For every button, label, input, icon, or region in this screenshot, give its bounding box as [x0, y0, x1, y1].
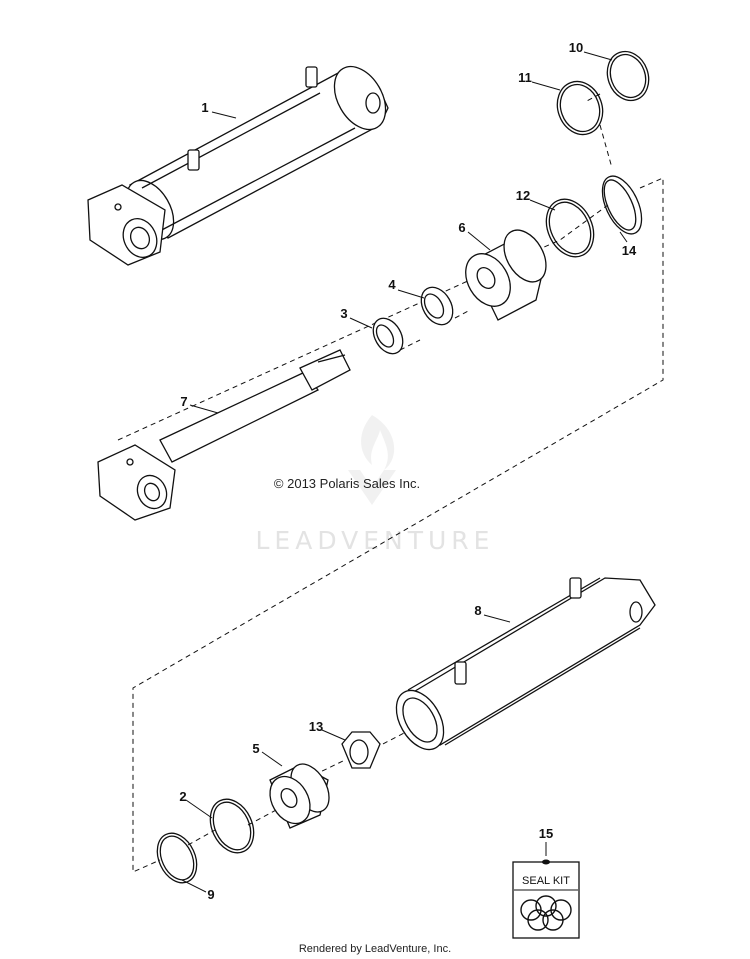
- part-6-gland: [465, 229, 547, 321]
- copyright-text: © 2013 Polaris Sales Inc.: [274, 476, 420, 491]
- callout-4: 4: [388, 277, 396, 292]
- part-13-nut: [341, 731, 381, 769]
- part-10-o-ring: [606, 50, 650, 102]
- callout-7: 7: [180, 394, 187, 409]
- part-8-cylinder-barrel: [395, 577, 656, 751]
- callout-3: 3: [340, 306, 347, 321]
- footer-text: Rendered by LeadVenture, Inc.: [299, 943, 451, 955]
- callout-13: 13: [309, 719, 323, 734]
- part-7-rod: [97, 349, 351, 521]
- part-9-o-ring: [156, 832, 198, 884]
- part-4-seal: [420, 286, 454, 326]
- callout-6: 6: [458, 220, 465, 235]
- part-11-o-ring: [556, 80, 604, 136]
- callout-12: 12: [516, 188, 530, 203]
- callout-9: 9: [207, 887, 214, 902]
- callout-14: 14: [622, 243, 637, 258]
- callout-1: 1: [201, 100, 208, 115]
- part-5-piston: [269, 763, 330, 829]
- part-15-seal-kit: SEAL KIT: [512, 859, 580, 939]
- watermark-text: LEADVENTURE: [256, 526, 495, 555]
- watermark-logo: [348, 415, 396, 505]
- callout-11: 11: [518, 70, 532, 85]
- callout-15: 15: [539, 826, 553, 841]
- seal-kit-rings-icon: [520, 895, 572, 931]
- seal-kit-label: SEAL KIT: [522, 875, 570, 887]
- part-1-cylinder-barrel: [87, 65, 389, 266]
- callout-10: 10: [569, 40, 583, 55]
- callout-2: 2: [179, 789, 186, 804]
- part-3-seal: [372, 317, 404, 355]
- callout-leader-lines: [181, 51, 628, 893]
- part-14-o-ring: [601, 175, 643, 235]
- part-12-o-ring: [545, 198, 595, 258]
- callout-8: 8: [474, 603, 481, 618]
- callout-5: 5: [252, 741, 259, 756]
- part-2-o-ring: [209, 798, 255, 854]
